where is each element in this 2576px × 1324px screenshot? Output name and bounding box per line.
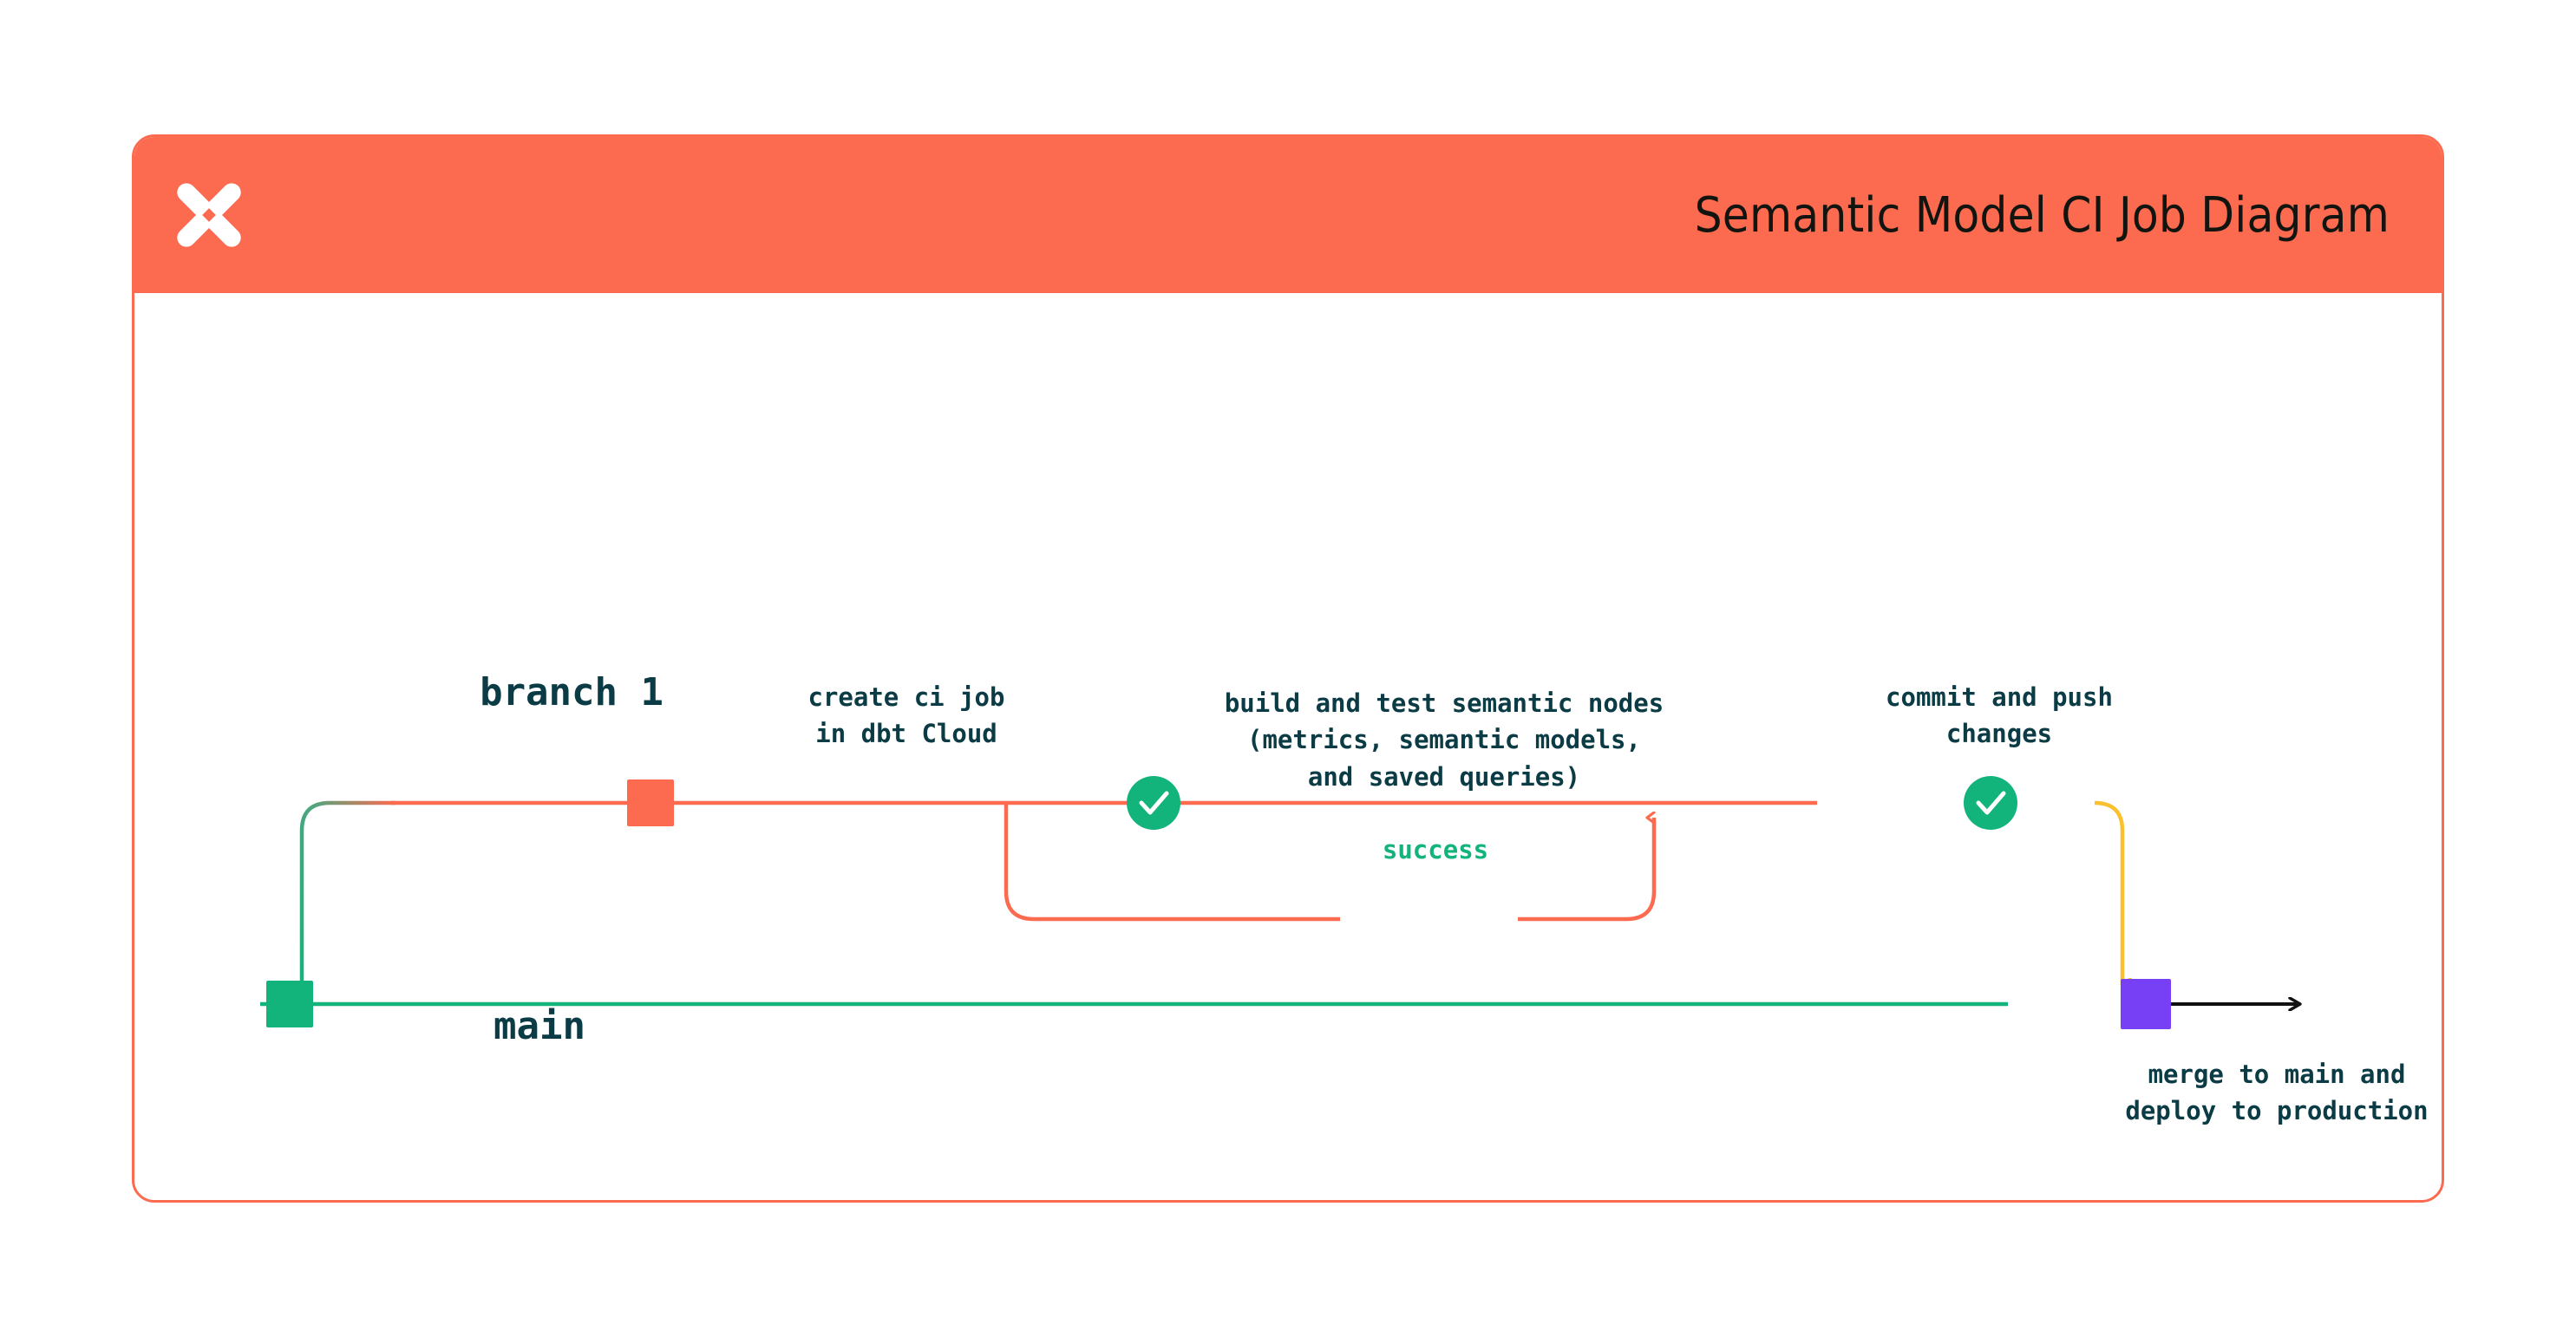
lane-label-branch-1: branch 1 [480, 670, 664, 714]
node-create-ci-job-square[interactable] [627, 779, 674, 826]
node-main-start-square[interactable] [266, 981, 313, 1027]
node-commit-and-push-check[interactable] [1964, 776, 2017, 830]
dbt-logo-icon [169, 175, 249, 255]
caption-create-ci-job: create ci job in dbt Cloud [807, 682, 1005, 749]
caption-merge-to-main: merge to main and deploy to production [2125, 1060, 2429, 1126]
edge-success-loop-right [1518, 818, 1657, 922]
edge-branch-out [299, 800, 397, 1007]
edge-label-success: success [1305, 835, 1566, 864]
edge-merge-down [2094, 800, 2122, 985]
node-merge-to-main-square[interactable] [2121, 979, 2171, 1029]
diagram-card: Semantic Model CI Job Diagram [132, 134, 2444, 1203]
lane-label-main: main [494, 1004, 585, 1048]
page-title: Semantic Model CI Job Diagram [1694, 186, 2390, 244]
diagram-header: Semantic Model CI Job Diagram [134, 137, 2442, 293]
edge-success-loop-left [1004, 805, 1340, 922]
caption-build-and-test: build and test semantic nodes (metrics, … [1224, 688, 1664, 792]
caption-commit-and-push: commit and push changes [1886, 682, 2113, 749]
diagram-canvas [134, 293, 2442, 1203]
node-build-and-test-check[interactable] [1127, 776, 1180, 830]
